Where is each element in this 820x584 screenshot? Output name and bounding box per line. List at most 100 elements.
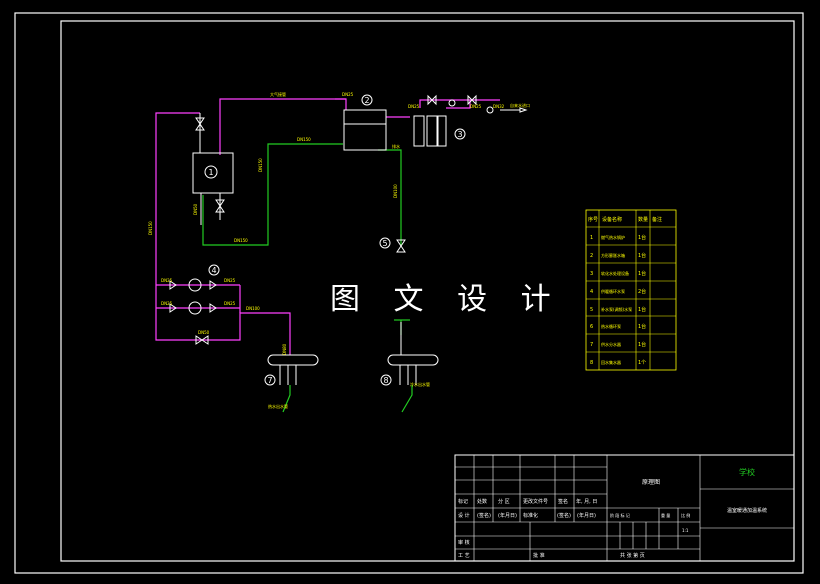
- tb-scale-label: 比 例: [681, 512, 690, 518]
- header-right-number-circle: [380, 374, 392, 386]
- tb-sheets: 共 张 第 页: [620, 552, 645, 559]
- legend-row-no: 2: [590, 253, 593, 259]
- valve-icon: [396, 245, 406, 253]
- valve-icon: [195, 335, 203, 345]
- label-hot-out: 热水出水管: [268, 403, 288, 409]
- pump-1: [188, 278, 202, 292]
- valve-icon: [201, 335, 209, 345]
- valve-icon: [396, 239, 406, 247]
- legend-row-no: 8: [590, 360, 593, 366]
- legend-row-qty: 1台: [638, 252, 646, 259]
- label-dn150-v: DN150: [258, 158, 263, 172]
- valve-icon: [169, 303, 177, 313]
- softener-b: [426, 115, 438, 147]
- valve-icon: [215, 199, 225, 207]
- tank-number-circle: [361, 94, 373, 106]
- number-header-right: 8: [383, 376, 388, 385]
- valve-icon: [431, 94, 437, 106]
- boiler-number-circle: [204, 165, 218, 179]
- tb-process: 工 艺: [458, 553, 470, 559]
- legend-row-name: 热水循环泵: [601, 323, 621, 329]
- number-pumps: 4: [211, 266, 216, 275]
- supply-header: [267, 354, 319, 366]
- arrow-icon: [519, 107, 528, 113]
- valve-icon: [209, 303, 217, 313]
- label-dn50-recirc: DN50: [198, 330, 210, 335]
- valve-icon: [215, 205, 225, 213]
- return-main: [202, 143, 343, 246]
- label-dn25-b: DN25: [224, 278, 236, 283]
- label-dn150-bottom: DN150: [234, 238, 248, 243]
- equipment-numbers: 1 2 3 4 5 7 8: [208, 96, 462, 385]
- equipment: [169, 94, 528, 386]
- legend-row-qty: 2台: [638, 288, 646, 295]
- number-tank: 2: [364, 96, 369, 105]
- inner-frame: [60, 20, 795, 562]
- label-dn25-right: DN25: [470, 104, 482, 109]
- valve-icon: [209, 280, 217, 290]
- legend-row-qty: 1台: [638, 234, 646, 241]
- valve-icon: [467, 94, 473, 106]
- legend-row-qty: 1台: [638, 323, 646, 330]
- tb-zone: 分 区: [498, 498, 510, 505]
- legend-row-qty: 1台: [638, 341, 646, 348]
- tb-sign1: (签名): [477, 512, 491, 519]
- label-drain: 排水: [392, 143, 400, 149]
- number-header-left: 7: [267, 376, 272, 385]
- tb-scale: 1:1: [682, 528, 689, 533]
- softener-a: [413, 115, 425, 147]
- tb-date: 年, 月, 日: [576, 498, 597, 505]
- legend-row-name: 燃气热水锅炉: [601, 234, 625, 240]
- number-drain: 5: [382, 239, 387, 248]
- tb-mark: 标记: [458, 498, 468, 505]
- valve-icon: [169, 280, 177, 290]
- tb-review: 审 核: [458, 539, 470, 546]
- legend-row-no: 6: [590, 324, 593, 330]
- valve-icon: [195, 123, 205, 131]
- water-inlet-line: [446, 99, 500, 109]
- outer-frame: [14, 12, 804, 574]
- boiler: [192, 152, 234, 194]
- drawing-title: 原理图: [642, 479, 660, 486]
- legend-row-name: 供暖循环水泵: [601, 288, 625, 294]
- tb-sign: 签名: [558, 498, 568, 505]
- valve-icon: [427, 94, 433, 106]
- number-boiler: 1: [208, 168, 213, 177]
- watermark: 图 文 设 计: [330, 282, 563, 317]
- label-dn25-a: DN25: [161, 278, 173, 283]
- tb-school: 学校: [739, 467, 755, 477]
- tb-project: 温室暖通加温系统: [727, 507, 767, 514]
- tb-count: 处数: [477, 498, 487, 505]
- label-dn25-c: DN25: [161, 301, 173, 306]
- pump-number-circle: [208, 264, 220, 276]
- legend-header-qty: 数量: [638, 216, 648, 223]
- legend-row-name: 供水分水器: [601, 341, 621, 347]
- legend-row-qty: 1台: [638, 306, 646, 313]
- tb-approve: 批 准: [533, 552, 545, 559]
- label-cold-in: 冷水出水管: [410, 381, 430, 387]
- label-dn150-left: DN150: [148, 221, 153, 235]
- softener-c: [437, 115, 447, 147]
- label-air-pipe: 大气接管: [270, 91, 286, 97]
- legend-row-no: 3: [590, 271, 593, 277]
- legend-row-name: 回水集水器: [601, 359, 621, 365]
- label-dn50-riser: DN50: [193, 203, 198, 215]
- label-dn80-header: DN80: [282, 343, 287, 355]
- legend-text: 序号 设备名称 数量 备注 1 燃气热水锅炉 1台 2 方形膨胀水箱 1台 3 …: [588, 216, 662, 366]
- hot-water-pipes: [155, 98, 500, 355]
- tb-design: 设 计: [458, 512, 470, 519]
- legend-header-note: 备注: [652, 216, 662, 223]
- tb-stage: 阶 段 标 记: [610, 512, 630, 518]
- legend-row-no: 7: [590, 342, 593, 348]
- tb-change-doc: 更改文件号: [523, 498, 548, 505]
- tb-date1: (年月日): [498, 512, 517, 519]
- legend-row-qty: 1个: [638, 360, 646, 366]
- title-block: 原理图 标记 处数 分 区 更改文件号 签名 年, 月, 日 设 计 (签名) …: [454, 454, 795, 562]
- right-header-out: [401, 385, 413, 413]
- legend-header-no: 序号: [588, 216, 598, 223]
- label-dn150-h: DN150: [297, 137, 311, 142]
- valve-icon: [471, 94, 477, 106]
- number-softener: 3: [457, 130, 462, 139]
- left-header-out: [282, 385, 291, 413]
